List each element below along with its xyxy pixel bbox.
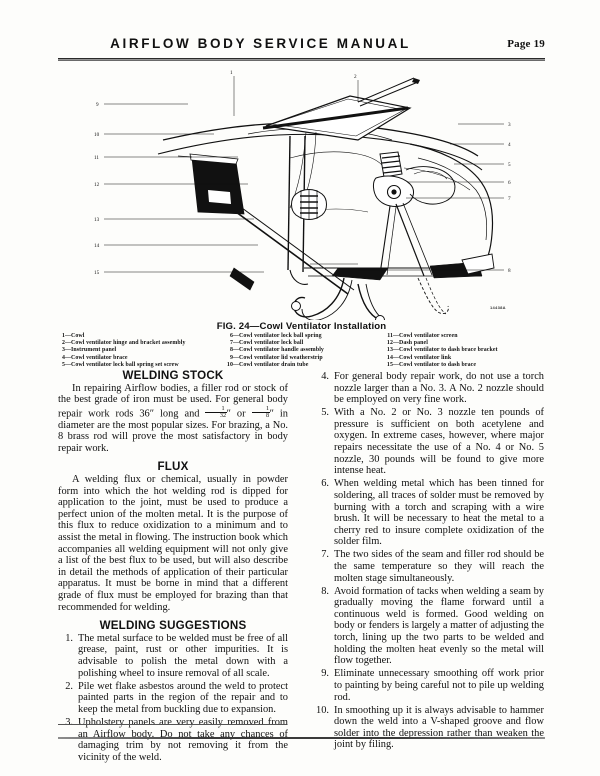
list-item: The metal surface to be welded must be f… <box>58 632 288 679</box>
list-item: Eliminate unnecessary smoothing off work… <box>314 668 544 703</box>
heading-welding-suggestions: WELDING SUGGESTIONS <box>99 619 247 633</box>
legend-item: 3—Instrument panel <box>61 347 117 354</box>
list-item: The two sides of the seam and filler rod… <box>314 549 544 584</box>
legend-column-1: 1—Cowl 2—Cowl ventilator hinge and brack… <box>58 333 226 369</box>
heading-flux: FLUX <box>157 460 189 474</box>
figure-cowl-ventilator-installation: 9 10 11 12 13 14 15 3 4 5 6 7 8 1 2 1443… <box>58 62 545 320</box>
legend-item: 1—Cowl <box>61 333 85 339</box>
figure-legend: 1—Cowl 2—Cowl ventilator hinge and brack… <box>58 333 548 369</box>
legend-item: 5—Cowl ventilator lock ball spring set s… <box>61 361 179 368</box>
footer-rule <box>58 737 545 739</box>
welding-suggestions-list-left: The metal surface to be welded must be f… <box>58 633 288 764</box>
heading-welding-stock: WELDING STOCK <box>122 369 224 382</box>
callout-14: 14 <box>94 243 100 249</box>
callout-3: 3 <box>508 122 511 128</box>
legend-column-3: 11—Cowl ventilator screen 12—Dash panel … <box>386 333 548 369</box>
list-item: When welding metal which has been tinned… <box>314 478 544 548</box>
list-item: For general body repair work, do not use… <box>314 371 544 406</box>
callout-4: 4 <box>508 142 511 148</box>
paragraph-welding-stock: In repairing Airflow bodies, a filler ro… <box>58 382 288 454</box>
list-item: Pile wet flake asbestos around the weld … <box>58 680 288 715</box>
callout-15: 15 <box>94 270 100 276</box>
list-item: Upholstery panels are very easily remove… <box>58 716 288 763</box>
legend-item: 6—Cowl ventilator lock ball spring <box>229 333 322 339</box>
legend-item: 2—Cowl ventilator hinge and bracket asse… <box>61 340 186 347</box>
figure-plate-code: 14438A <box>490 305 506 310</box>
legend-item: 12—Dash panel <box>386 340 428 347</box>
callout-9: 9 <box>96 102 99 108</box>
list-item: In smoothing up it is always advisable t… <box>314 704 544 751</box>
list-item: Avoid formation of tacks when welding a … <box>314 585 544 667</box>
legend-item: 10—Cowl ventilator drain tube <box>226 361 309 368</box>
legend-item: 8—Cowl ventilator handle assembly <box>229 347 324 354</box>
legend-column-2: 6—Cowl ventilator lock ball spring 7—Cow… <box>226 333 386 369</box>
callout-13: 13 <box>94 217 100 223</box>
legend-item: 15—Cowl ventilator to dash brace <box>386 361 477 368</box>
callout-12: 12 <box>94 182 100 188</box>
legend-item: 11—Cowl ventilator screen <box>387 333 458 339</box>
callout-5: 5 <box>508 162 511 168</box>
figure-caption: FIG. 24—Cowl Ventilator Installation <box>216 321 387 332</box>
page-number: Page 19 <box>507 38 545 50</box>
legend-item: 4—Cowl ventilator brace <box>61 354 128 361</box>
callout-10: 10 <box>94 132 100 138</box>
page-header: AIRFLOW BODY SERVICE MANUAL Page 19 <box>58 36 545 58</box>
body-column-right: For general body repair work, do not use… <box>314 370 544 753</box>
callout-11: 11 <box>94 155 99 161</box>
manual-title: AIRFLOW BODY SERVICE MANUAL <box>110 36 411 51</box>
header-rule <box>58 58 545 61</box>
cowl-ventilator-diagram: 9 10 11 12 13 14 15 3 4 5 6 7 8 1 2 <box>94 70 511 320</box>
callout-7: 7 <box>508 196 511 202</box>
legend-item: 13—Cowl ventilator to dash brace bracket <box>386 347 498 354</box>
legend-item: 14—Cowl ventilator link <box>386 354 452 361</box>
paragraph-flux: A welding flux or chemical, usually in p… <box>58 474 288 613</box>
callout-2: 2 <box>354 74 357 80</box>
legend-item: 9—Cowl ventilator lid weatherstrip <box>229 354 323 361</box>
callout-6: 6 <box>508 180 511 186</box>
callout-1: 1 <box>230 70 233 76</box>
callout-8: 8 <box>508 268 511 274</box>
legend-item: 7—Cowl ventilator lock ball <box>229 340 304 347</box>
column-divider-rule <box>58 724 286 725</box>
welding-suggestions-list-right: For general body repair work, do not use… <box>314 371 544 751</box>
list-item: With a No. 2 or No. 3 nozzle ten pounds … <box>314 407 544 477</box>
body-column-left: WELDING STOCK In repairing Airflow bodie… <box>58 370 288 765</box>
